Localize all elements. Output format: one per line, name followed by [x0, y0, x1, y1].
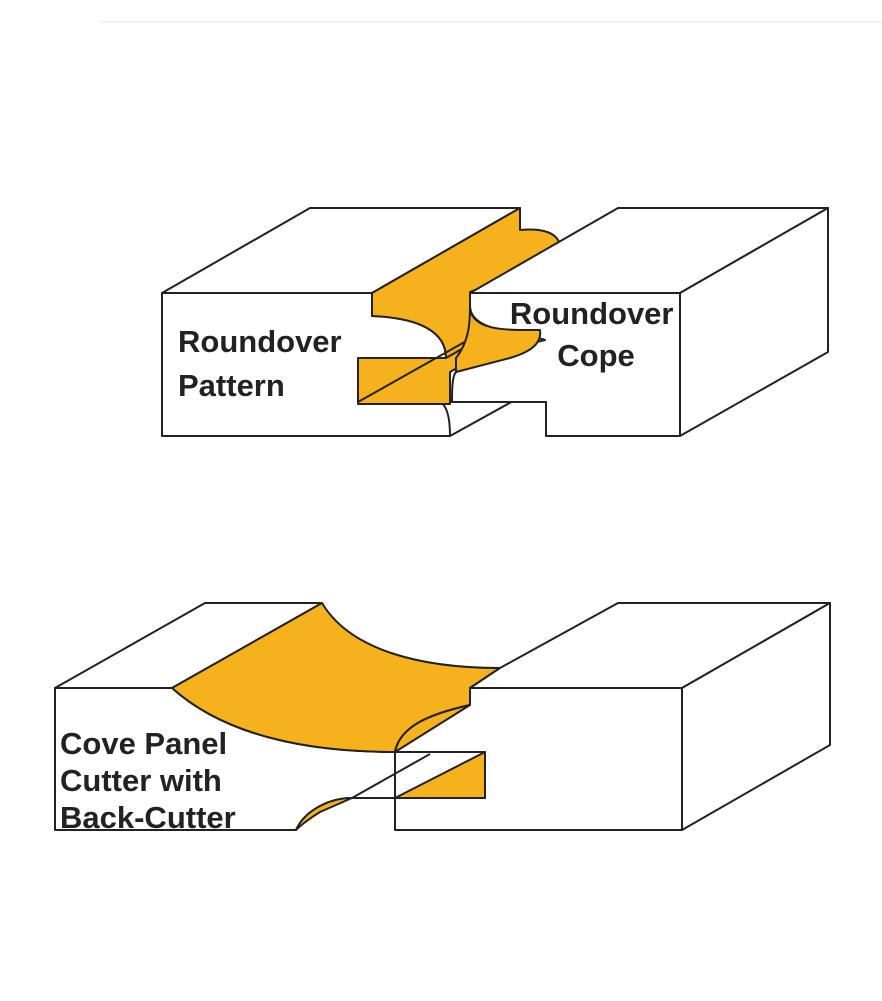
- roundover-cope-label-line-2: Cope: [557, 338, 635, 373]
- roundover-pattern-block: [161, 207, 561, 437]
- cope-roundover-profile: [455, 305, 542, 373]
- cove-panel-label-line-2: Cutter with: [60, 763, 222, 798]
- cove-panel-label-line-3: Back-Cutter: [60, 800, 236, 835]
- roundover-pattern-label-line-2: Pattern: [178, 368, 285, 403]
- roundover-joint-figure: Roundover Pattern Roundover Cope: [161, 207, 829, 437]
- cove-panel-figure: Cove Panel Cutter with Back-Cutter: [54, 602, 831, 835]
- cove-panel-block: [54, 602, 501, 831]
- cove-tongue-profile: [394, 751, 486, 799]
- pattern-bottom-edge: [449, 399, 516, 437]
- roundover-cope-label-line-1: Roundover: [510, 296, 674, 331]
- roundover-pattern-label-line-1: Roundover: [178, 324, 342, 359]
- back-cutter-edge: [351, 753, 431, 799]
- cove-lip-profile: [394, 687, 471, 753]
- roundover-cope-block: [451, 207, 829, 437]
- cove-panel-label-line-1: Cove Panel: [60, 726, 227, 761]
- roundover-pattern-label: Roundover Pattern: [178, 324, 350, 403]
- cove-panel-label: Cove Panel Cutter with Back-Cutter: [60, 726, 236, 835]
- cove-frame-block: [394, 602, 831, 831]
- roundover-cope-label: Roundover Cope: [510, 296, 682, 373]
